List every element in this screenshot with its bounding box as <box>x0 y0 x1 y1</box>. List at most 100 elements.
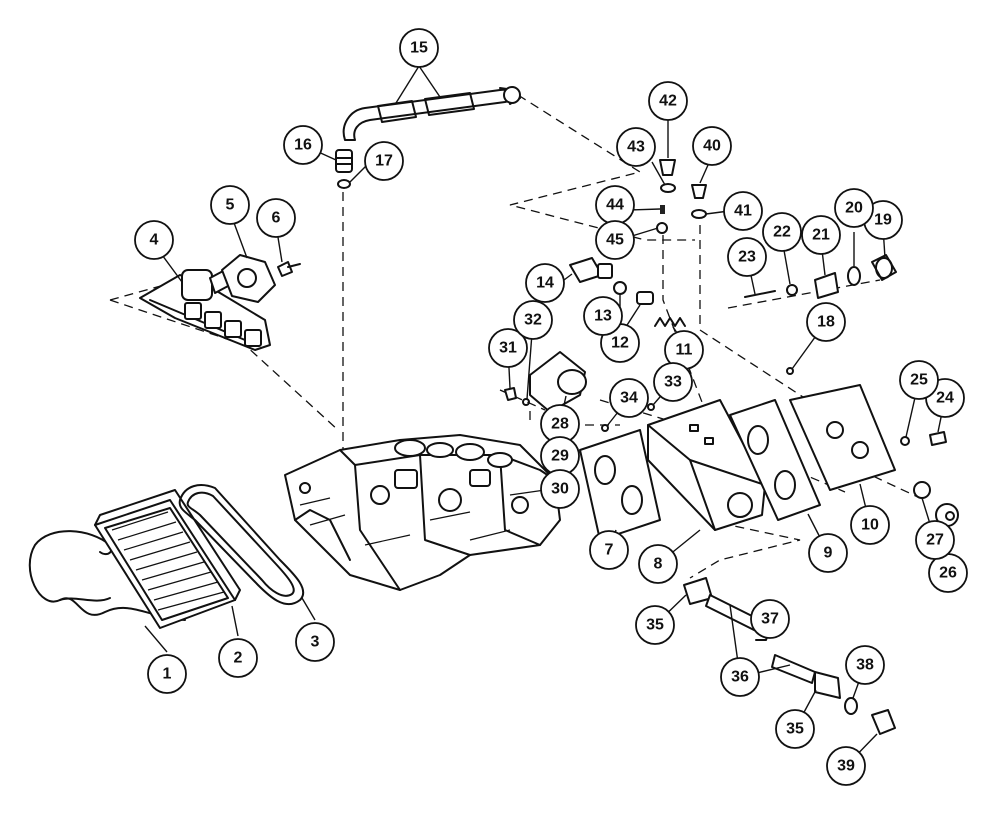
callout-4: 4 <box>134 220 174 260</box>
screw-6-part <box>277 261 301 277</box>
callout-label: 12 <box>611 335 629 352</box>
callout-16: 16 <box>283 125 323 165</box>
callout-label: 10 <box>861 517 879 534</box>
callout-label: 44 <box>606 197 624 214</box>
callout-label: 35 <box>646 617 664 634</box>
callout-31: 31 <box>488 328 528 368</box>
callout-42: 42 <box>648 81 688 121</box>
filter-gasket-part <box>178 484 305 606</box>
callout-label: 24 <box>936 390 954 407</box>
ball-45-part <box>656 222 668 234</box>
callout-26: 26 <box>928 553 968 593</box>
valve-12-part <box>636 291 654 305</box>
callout-label: 40 <box>703 138 721 155</box>
hose-assembly-part <box>342 86 521 141</box>
callout-label: 30 <box>551 481 569 498</box>
solenoid-14-part <box>569 257 613 283</box>
callout-36: 36 <box>720 657 760 697</box>
callout-label: 38 <box>856 657 874 674</box>
callout-label: 45 <box>606 232 624 249</box>
fitting-35b-part <box>814 671 841 699</box>
callout-35b: 35 <box>775 709 815 749</box>
callout-44: 44 <box>595 185 635 225</box>
callout-label: 43 <box>627 139 645 156</box>
callout-41: 41 <box>723 191 763 231</box>
plug-19-part <box>871 254 897 281</box>
callout-label: 3 <box>311 634 320 651</box>
pin-44-part <box>660 205 665 214</box>
callout-label: 23 <box>738 249 756 266</box>
callout-5: 5 <box>210 185 250 225</box>
plug-26-part <box>935 503 959 527</box>
callout-label: 42 <box>659 93 677 110</box>
callout-35a: 35 <box>635 605 675 645</box>
callout-37: 37 <box>750 599 790 639</box>
solenoid-28-part <box>529 351 587 413</box>
callout-32: 32 <box>513 300 553 340</box>
o-ring-17-part <box>337 179 351 189</box>
ball-34-part <box>601 424 609 432</box>
ball-18-part <box>786 367 794 375</box>
callout-label: 34 <box>620 390 638 407</box>
callout-label: 32 <box>524 312 542 329</box>
callout-label: 28 <box>551 416 569 433</box>
ball-33-part <box>647 403 655 411</box>
washer-25-part <box>900 436 910 446</box>
callout-21: 21 <box>801 215 841 255</box>
gasket-7-part <box>579 429 661 541</box>
callout-label: 37 <box>761 611 779 628</box>
callout-label: 35 <box>786 721 804 738</box>
callout-3: 3 <box>295 622 335 662</box>
callout-label: 33 <box>664 374 682 391</box>
callout-7: 7 <box>589 530 629 570</box>
callout-9: 9 <box>808 533 848 573</box>
callout-label: 9 <box>824 545 833 562</box>
o-ring-38-part <box>844 697 858 715</box>
callout-30: 30 <box>540 469 580 509</box>
cover-plate-10-part <box>789 384 896 491</box>
callout-34: 34 <box>609 378 649 418</box>
callout-15: 15 <box>399 28 439 68</box>
callout-label: 22 <box>773 224 791 241</box>
callout-label: 29 <box>551 448 569 465</box>
callout-label: 17 <box>375 153 393 170</box>
callout-8: 8 <box>638 544 678 584</box>
callout-label: 27 <box>926 532 944 549</box>
o-ring-27-part <box>913 481 931 499</box>
callout-40: 40 <box>692 126 732 166</box>
callout-label: 13 <box>594 308 612 325</box>
callout-label: 5 <box>226 197 235 214</box>
callout-13: 13 <box>583 296 623 336</box>
callout-22: 22 <box>762 212 802 252</box>
callout-label: 36 <box>731 669 749 686</box>
callout-label: 41 <box>734 203 752 220</box>
plug-42-part <box>659 159 676 176</box>
callout-label: 26 <box>939 565 957 582</box>
callout-label: 16 <box>294 137 312 154</box>
callout-label: 2 <box>234 650 243 667</box>
callout-17: 17 <box>364 141 404 181</box>
gasket-9-part <box>729 399 821 521</box>
callout-18: 18 <box>806 302 846 342</box>
callout-label: 4 <box>150 232 159 249</box>
spring-11-part <box>654 317 686 327</box>
callout-label: 1 <box>163 666 172 683</box>
callout-6: 6 <box>256 198 296 238</box>
screw-24-part <box>929 431 947 446</box>
main-valve-body-part <box>284 434 561 591</box>
filter-element-part <box>94 489 241 629</box>
callout-14: 14 <box>525 263 565 303</box>
washer-32-part <box>522 398 530 406</box>
wiring-harness-part <box>139 269 271 351</box>
callout-label: 15 <box>410 40 428 57</box>
callout-label: 20 <box>845 200 863 217</box>
callout-33: 33 <box>653 362 693 402</box>
callout-label: 25 <box>910 372 928 389</box>
callout-11: 11 <box>664 330 704 370</box>
o-ring-20-part <box>847 266 861 286</box>
callout-39: 39 <box>826 746 866 786</box>
callout-label: 39 <box>837 758 855 775</box>
callout-label: 14 <box>536 275 554 292</box>
callout-25: 25 <box>899 360 939 400</box>
